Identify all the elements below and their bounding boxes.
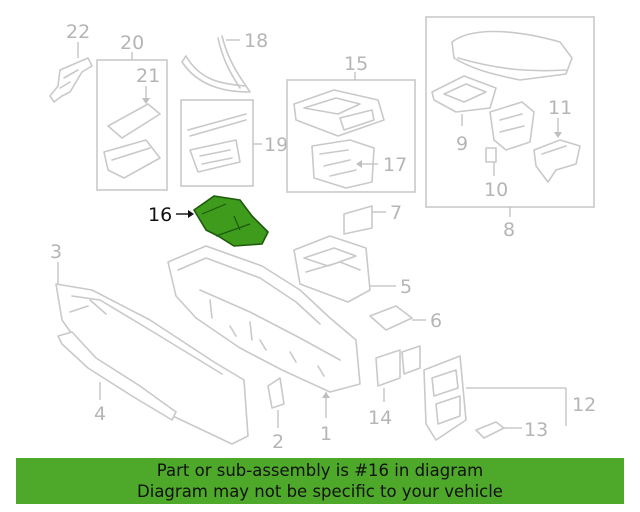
part-1: 1 — [167, 245, 361, 445]
part-8-group: 8 9 10 11 — [425, 16, 595, 241]
callout-18: 18 — [244, 30, 268, 52]
callout-11: 11 — [548, 97, 572, 119]
callout-12: 12 — [572, 394, 596, 416]
part-15-group: 15 17 — [286, 53, 416, 193]
part-5: 5 — [293, 235, 412, 303]
callout-17: 17 — [383, 154, 407, 176]
part-3: 3 — [50, 241, 249, 445]
callout-7: 7 — [390, 202, 402, 224]
part-20-group: 20 21 — [96, 32, 168, 191]
callout-1: 1 — [320, 423, 332, 445]
info-banner: Part or sub-assembly is #16 in diagram D… — [16, 458, 624, 504]
callout-6: 6 — [430, 310, 442, 332]
banner-line-1: Part or sub-assembly is #16 in diagram — [156, 461, 484, 480]
callout-16: 16 — [148, 204, 172, 226]
callout-4: 4 — [94, 403, 106, 425]
part-16-highlighted: 16 — [148, 195, 269, 247]
part-19-group: 19 — [180, 99, 288, 187]
callout-15: 15 — [344, 53, 368, 75]
callout-14: 14 — [368, 407, 392, 429]
banner-line-2: Diagram may not be specific to your vehi… — [137, 482, 503, 501]
callout-20: 20 — [120, 32, 144, 54]
part-13: 13 — [475, 419, 548, 441]
callout-13: 13 — [524, 419, 548, 441]
part-4: 4 — [57, 331, 177, 425]
part-12: 12 — [423, 355, 596, 441]
callout-10: 10 — [484, 179, 508, 201]
part-14: 14 — [368, 345, 421, 429]
parts-diagram: 22 20 21 18 19 15 — [49, 16, 596, 453]
callout-9: 9 — [456, 133, 468, 155]
callout-19: 19 — [264, 134, 288, 156]
part-6: 6 — [369, 305, 442, 332]
callout-5: 5 — [400, 276, 412, 298]
callout-22: 22 — [66, 21, 90, 43]
callout-3: 3 — [50, 241, 62, 263]
part-7: 7 — [343, 202, 402, 235]
callout-2: 2 — [272, 431, 284, 453]
part-22: 22 — [49, 21, 93, 103]
callout-8: 8 — [503, 219, 515, 241]
part-2: 2 — [267, 377, 285, 453]
part-18: 18 — [181, 30, 268, 93]
callout-21: 21 — [136, 65, 160, 87]
